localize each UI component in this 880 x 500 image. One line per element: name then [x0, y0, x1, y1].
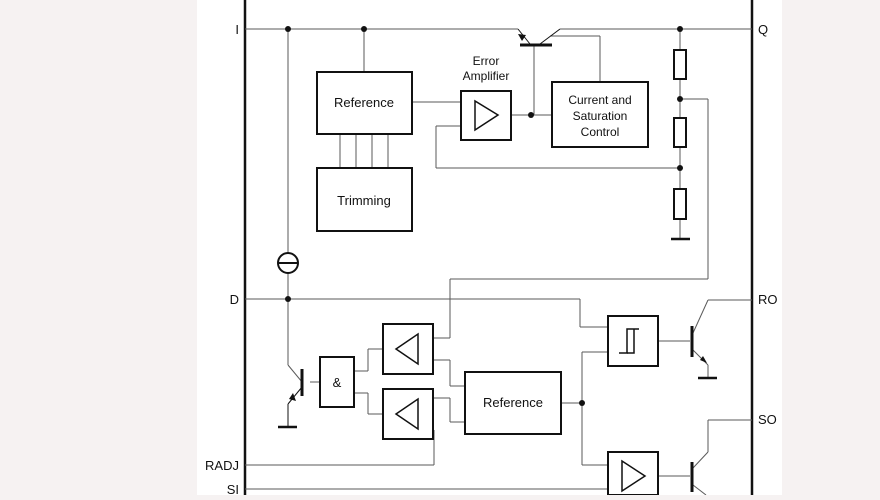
- resistor-divider: [671, 49, 690, 241]
- trimming-label: Trimming: [337, 193, 391, 208]
- reference-top-label: Reference: [334, 95, 394, 110]
- schmitt-trigger-block: [607, 315, 659, 367]
- current-source-icon: [277, 252, 299, 274]
- hysteresis-icon: [619, 328, 639, 354]
- error-amplifier-label-line1: Error: [473, 54, 500, 68]
- output-amplifier-triangle-icon: [621, 459, 647, 493]
- comparator-lower: [382, 388, 434, 440]
- pin-labels: I Q D RO SO RADJ SI: [205, 22, 778, 497]
- pin-label-i: I: [235, 22, 239, 37]
- and-gate-label: &: [333, 375, 342, 390]
- ro-transistor: [690, 326, 717, 380]
- pin-label-d: D: [230, 292, 239, 307]
- pass-transistor: [517, 28, 561, 47]
- reference-top-block: Reference: [316, 71, 413, 135]
- pin-label-q: Q: [758, 22, 768, 37]
- pin-label-si: SI: [227, 482, 239, 495]
- junction-dots: [285, 26, 683, 406]
- pin-label-so: SO: [758, 412, 777, 427]
- amplifier-triangle-icon: [474, 99, 500, 132]
- pin-label-radj: RADJ: [205, 458, 239, 473]
- trimming-block: Trimming: [316, 167, 413, 232]
- and-gate-block: &: [319, 356, 355, 408]
- pin-label-ro: RO: [758, 292, 778, 307]
- error-amplifier-block: Error Amplifier: [460, 54, 512, 141]
- resistor-1: [673, 49, 687, 80]
- resistor-2: [673, 117, 687, 148]
- resistor-3: [673, 188, 687, 220]
- reference-bottom-block: Reference: [464, 371, 562, 435]
- comparator-upper: [382, 323, 434, 375]
- chip-boundary: [243, 0, 754, 495]
- reset-transistor: [278, 369, 304, 429]
- comparator-lower-triangle-icon: [394, 397, 419, 431]
- wires: [245, 28, 752, 496]
- comparator-upper-triangle-icon: [394, 332, 419, 366]
- csc-label-line2: Saturation: [573, 109, 628, 123]
- reference-bottom-label: Reference: [483, 395, 543, 410]
- csc-label-line1: Current and: [568, 93, 631, 107]
- error-amplifier-label-line2: Amplifier: [463, 69, 510, 83]
- csc-label-line3: Control: [581, 125, 620, 139]
- output-amplifier-block: [607, 451, 659, 496]
- current-saturation-control-block: Current and Saturation Control: [551, 81, 649, 148]
